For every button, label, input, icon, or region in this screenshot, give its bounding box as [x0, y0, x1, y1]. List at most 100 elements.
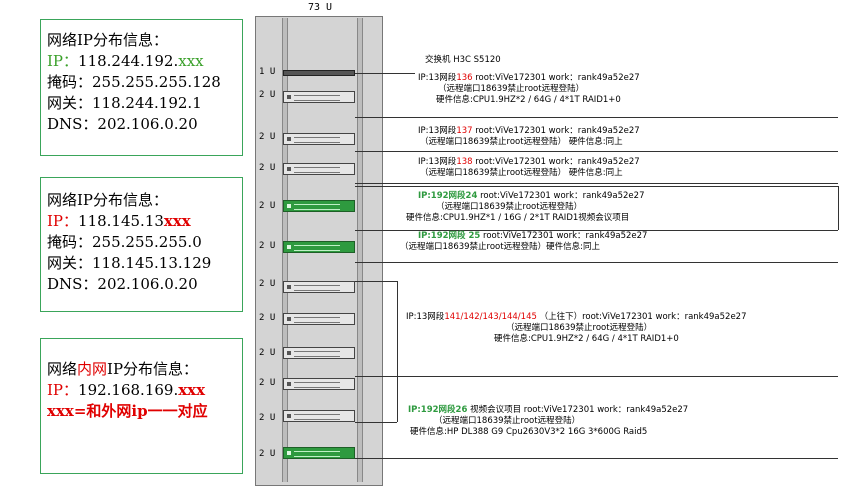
- unit-label: 2 U: [259, 313, 276, 323]
- unit-label: 1 U: [259, 67, 276, 77]
- note-segment: 136: [456, 73, 473, 83]
- ip-main: 192.168.169.: [78, 381, 179, 399]
- unit-label: 2 U: [259, 201, 276, 211]
- ip-suffix: xxx: [178, 52, 204, 70]
- server-vent: [294, 382, 340, 388]
- server-vent: [294, 204, 340, 210]
- unit-label: 2 U: [259, 413, 276, 423]
- note-segment: root:ViVe172301 work：rank49a52e27: [472, 157, 640, 167]
- note-segment: 137: [456, 126, 473, 136]
- connector-line: [355, 422, 397, 423]
- note-line: 硬件信息:CPU1.9HZ*2 / 64G / 4*1T RAID1+0: [436, 95, 621, 105]
- note-segment: root:ViVe172301 work：rank49a52e27: [480, 231, 648, 241]
- connector-line: [355, 183, 838, 184]
- note-line: （远程端口18639禁止root远程登陆）: [436, 202, 583, 212]
- network-info-panel-3: 网络内网IP分布信息： IP：192.168.169.xxx xxx=和外网ip…: [40, 338, 243, 474]
- server-led: [287, 167, 291, 171]
- title-part-a: 网络: [47, 360, 78, 378]
- mask-line: 掩码：255.255.255.0: [47, 233, 202, 251]
- note-segment: IP:13网段: [406, 312, 445, 322]
- note-line: （远程端口18639禁止root远程登陆） 硬件信息:同上: [420, 168, 623, 178]
- ip-label: IP：: [47, 381, 79, 399]
- note-segment: IP:192网段26: [408, 405, 468, 415]
- connector-line: [397, 281, 398, 422]
- server-vent: [294, 351, 340, 357]
- ip-line: IP：118.244.192.xxx: [41, 51, 242, 72]
- connector-line: [355, 281, 397, 282]
- server-vent: [294, 317, 340, 323]
- gateway-line: 网关：118.244.192.1: [47, 94, 202, 112]
- server-led: [287, 95, 291, 99]
- server-vent: [294, 414, 340, 420]
- switch-device: [283, 70, 355, 76]
- network-info-panel-2: 网络IP分布信息： IP：118.145.13xxx 掩码：255.255.25…: [40, 177, 243, 312]
- ip-line: IP：192.168.169.xxx: [41, 380, 242, 401]
- server-unit: [283, 133, 355, 145]
- note-segment: root:ViVe172301 work：rank49a52e27: [472, 73, 640, 83]
- note-segment: IP:13网段: [418, 126, 457, 136]
- server-vent: [294, 451, 340, 457]
- title-part-c: IP分布信息：: [107, 360, 199, 378]
- ip-suffix: xxx: [163, 212, 191, 230]
- dns-line: DNS：202.106.0.20: [47, 275, 198, 293]
- server-unit: [283, 281, 355, 293]
- ip-main: 118.244.192.: [78, 52, 179, 70]
- gateway-line: 网关：118.145.13.129: [47, 254, 212, 272]
- connector-line: [355, 186, 838, 187]
- note-line: IP:13网段141/142/143/144/145 （上往下）root:ViV…: [406, 312, 747, 323]
- note-segment: 141/142/143/144/145: [444, 312, 537, 322]
- note-segment: （上往下）root:ViVe172301 work：rank49a52e27: [536, 312, 747, 322]
- unit-label: 2 U: [259, 132, 276, 142]
- note-segment: root:ViVe172301 work：rank49a52e27: [472, 126, 640, 136]
- switch-label: 交换机 H3C S5120: [425, 55, 501, 65]
- note-segment: root:ViVe172301 work：rank49a52e27: [477, 191, 645, 201]
- server-vent: [294, 167, 340, 173]
- server-note-7: IP:192网段26 视频会议项目 root:ViVe172301 work：r…: [406, 405, 688, 438]
- server-unit: [283, 347, 355, 359]
- unit-label: 2 U: [259, 279, 276, 289]
- ip-label: IP：: [47, 212, 79, 230]
- mask-line: 掩码：255.255.255.128: [47, 73, 221, 91]
- server-note-5: IP:192网段 25 root:ViVe172301 work：rank49a…: [400, 231, 647, 253]
- note-segment: IP:13网段: [418, 157, 457, 167]
- note-line: IP:192网段24 root:ViVe172301 work：rank49a5…: [406, 191, 644, 202]
- server-led: [287, 451, 291, 455]
- server-led: [287, 317, 291, 321]
- title-part-b: 内网: [77, 360, 108, 378]
- server-unit: [283, 378, 355, 390]
- ip-suffix: xxx: [178, 381, 206, 399]
- rack-rail-right: [357, 18, 363, 482]
- server-unit-green: [283, 241, 355, 253]
- panel-title: 网络IP分布信息：: [47, 31, 169, 49]
- server-led: [287, 285, 291, 289]
- note-line: （远程端口18639禁止root远程登陆）: [506, 323, 653, 333]
- server-vent: [294, 245, 340, 251]
- server-note-2: IP:13网段137 root:ViVe172301 work：rank49a5…: [418, 126, 640, 148]
- panel-title: 网络内网IP分布信息：: [41, 359, 242, 380]
- network-info-panel-1: 网络IP分布信息： IP：118.244.192.xxx 掩码：255.255.…: [40, 19, 243, 156]
- server-vent: [294, 95, 340, 101]
- connector-line: [355, 230, 838, 231]
- server-note-3: IP:13网段138 root:ViVe172301 work：rank49a5…: [418, 157, 640, 179]
- note-segment: IP:192网段24: [418, 191, 478, 201]
- ip-main: 118.145.13: [78, 212, 164, 230]
- note-line: 硬件信息:HP DL388 G9 Cpu2630V3*2 16G 3*600G …: [410, 427, 648, 437]
- unit-label: 2 U: [259, 241, 276, 251]
- dns-line: DNS：202.106.0.20: [47, 115, 198, 133]
- server-note-1: IP:13网段136 root:ViVe172301 work：rank49a5…: [418, 73, 640, 106]
- note-line: 硬件信息:CPU1.9HZ*1 / 16G / 2*1T RAID1视频会议项目: [406, 213, 630, 223]
- server-led: [287, 204, 291, 208]
- note-line: （远程端口18639禁止root远程登陆） 硬件信息:同上: [420, 137, 623, 147]
- server-led: [287, 414, 291, 418]
- ip-line: IP：118.145.13xxx: [41, 211, 242, 232]
- note-segment: IP:192网段 25: [418, 231, 481, 241]
- note-line: （远程端口18639禁止root远程登陆）硬件信息:同上: [400, 242, 600, 252]
- note-segment: 视频会议项目 root:ViVe172301 work：rank49a52e27: [467, 405, 689, 415]
- unit-label: 2 U: [259, 90, 276, 100]
- unit-label: 2 U: [259, 449, 276, 459]
- ip-mapping-note: xxx=和外网ip一一对应: [47, 402, 208, 420]
- note-segment: IP:13网段: [418, 73, 457, 83]
- server-note-4: IP:192网段24 root:ViVe172301 work：rank49a5…: [406, 191, 644, 224]
- server-vent: [294, 137, 340, 143]
- note-line: 硬件信息:CPU1.9HZ*2 / 64G / 4*1T RAID1+0: [494, 334, 679, 344]
